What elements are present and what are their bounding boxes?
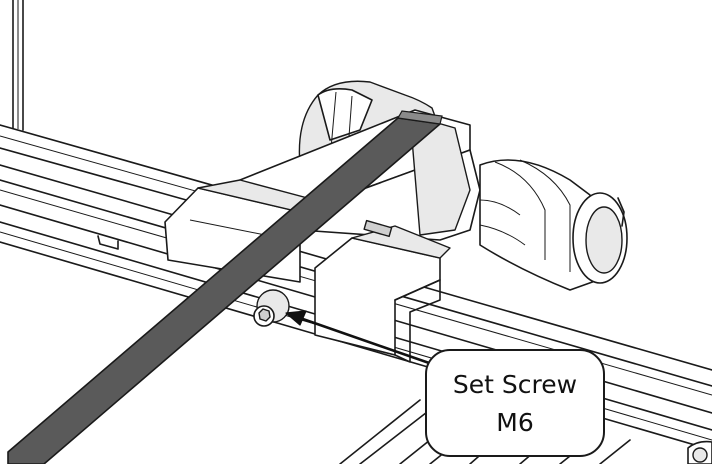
clamp-knob-front xyxy=(479,159,628,291)
callout-bubble: Set Screw M6 xyxy=(425,349,605,457)
frame-post xyxy=(12,0,24,131)
callout-leader xyxy=(285,310,434,366)
callout-label-line2: M6 xyxy=(496,408,533,437)
flat-strip xyxy=(7,110,443,464)
slider-block-right xyxy=(314,219,451,363)
callout-label-line1: Set Screw xyxy=(453,370,577,399)
set-screw xyxy=(253,289,290,327)
